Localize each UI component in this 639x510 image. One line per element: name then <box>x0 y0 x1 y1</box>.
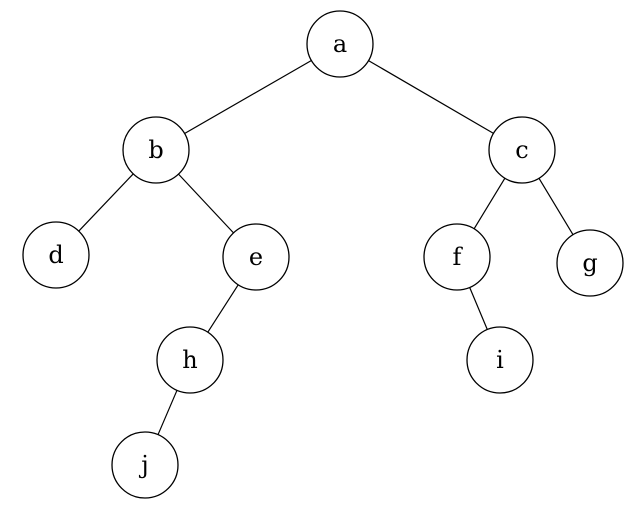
node-e: e <box>222 223 290 291</box>
node-g: g <box>556 229 624 297</box>
node-label-f: f <box>453 243 464 271</box>
node-circle-i <box>466 326 534 394</box>
node-circle-g <box>556 229 624 297</box>
node-label-i: i <box>496 346 504 374</box>
edge-h-j <box>157 390 178 435</box>
node-j: j <box>111 431 179 499</box>
node-label-e: e <box>249 243 263 271</box>
node-c: c <box>488 116 556 184</box>
edge-b-e <box>178 173 234 234</box>
tree-nodes: a b c d e f g h i j <box>22 10 624 499</box>
edge-f-i <box>469 287 488 330</box>
node-label-j: j <box>138 451 148 479</box>
node-label-h: h <box>182 346 197 374</box>
tree-edges <box>78 59 574 435</box>
node-label-c: c <box>515 136 528 164</box>
node-f: f <box>423 223 491 291</box>
node-b: b <box>122 116 190 184</box>
node-circle-j <box>111 431 179 499</box>
edge-a-c <box>368 60 494 134</box>
node-d: d <box>22 221 90 289</box>
node-i: i <box>466 326 534 394</box>
edge-c-f <box>473 177 506 230</box>
node-label-g: g <box>582 249 597 277</box>
node-label-d: d <box>48 241 63 269</box>
node-circle-b <box>122 116 190 184</box>
node-circle-f <box>423 223 491 291</box>
node-circle-c <box>488 116 556 184</box>
node-circle-e <box>222 223 290 291</box>
node-circle-h <box>156 326 224 394</box>
node-circle-d <box>22 221 90 289</box>
node-a: a <box>306 10 374 78</box>
node-circle-a <box>306 10 374 78</box>
node-label-b: b <box>148 136 163 164</box>
node-label-a: a <box>333 30 347 58</box>
node-h: h <box>156 326 224 394</box>
edge-c-g <box>538 177 574 236</box>
edge-a-b <box>184 59 312 135</box>
edge-b-d <box>78 173 134 232</box>
edge-e-h <box>207 284 239 333</box>
